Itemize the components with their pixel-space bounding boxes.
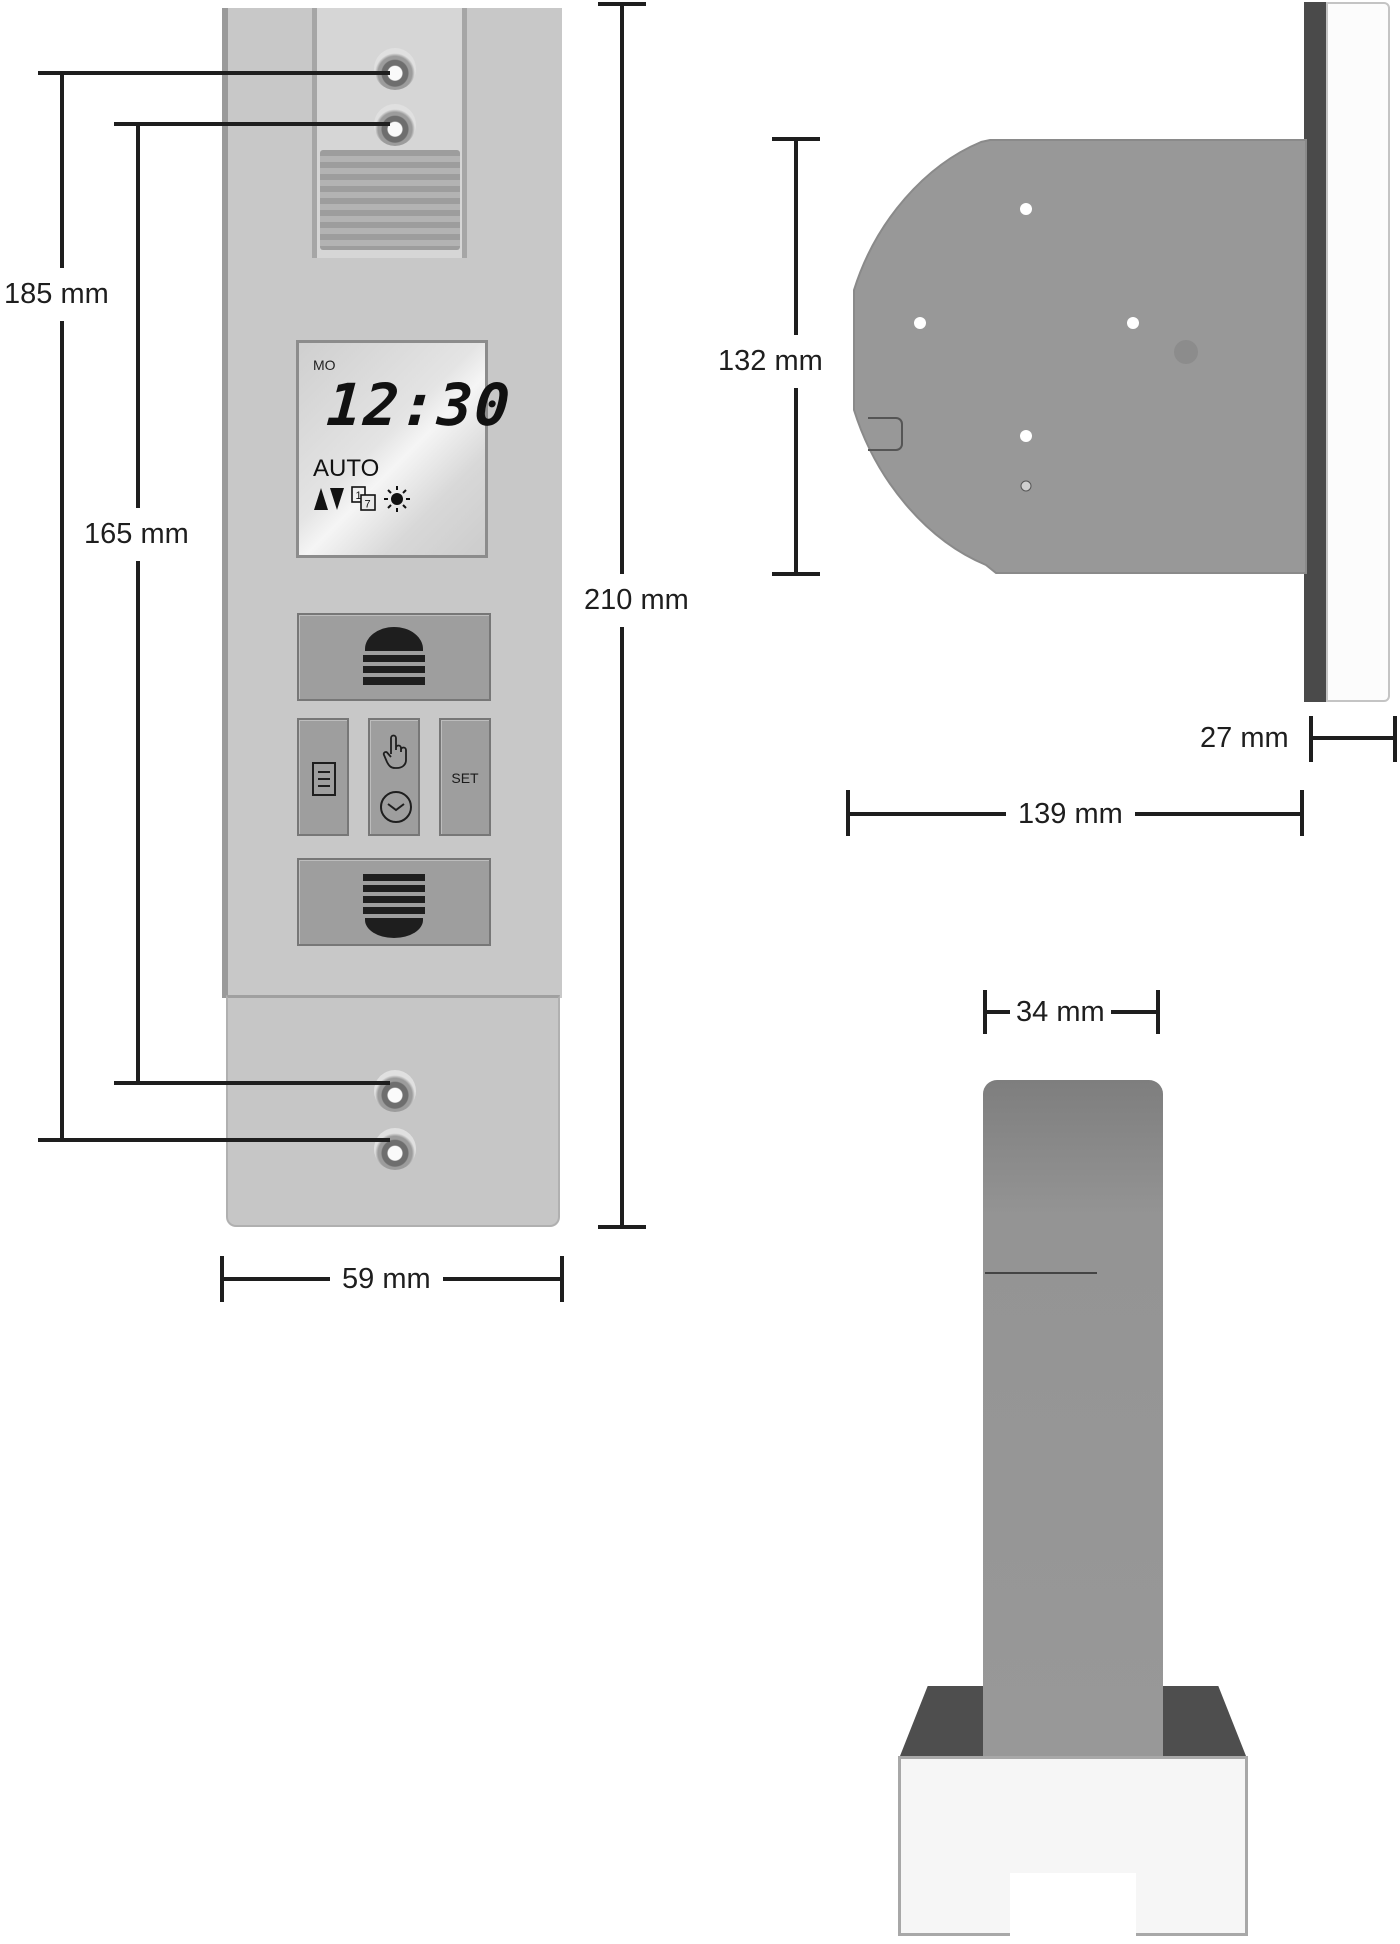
dim-185-bottom-extension <box>38 1138 390 1142</box>
manual-auto-button[interactable] <box>368 718 420 836</box>
dim-132-label: 132 mm <box>716 335 825 388</box>
dim-165-top-extension <box>114 122 390 126</box>
set-button-label: SET <box>451 770 479 786</box>
mount-hole-bottom-outer <box>374 1128 416 1170</box>
lcd-display: MO 12:30 AUTO 1 7 <box>296 340 514 558</box>
faceplate-side <box>1326 2 1390 702</box>
display-mode: AUTO <box>313 455 380 482</box>
dim-34-label: 34 mm <box>1010 998 1111 1027</box>
sun-icon <box>384 486 410 512</box>
dim-27-line <box>1309 736 1397 740</box>
svg-text:7: 7 <box>365 499 371 511</box>
set-button[interactable]: SET <box>439 718 491 836</box>
clock-icon <box>380 791 412 823</box>
motor-housing-side <box>853 139 1307 574</box>
dim-27-label: 27 mm <box>1196 724 1293 753</box>
shutter-up-icon <box>363 627 425 685</box>
motor-housing-base-join <box>983 1686 1163 1756</box>
dim-165-bottom-extension <box>114 1081 390 1085</box>
display-time: 12:30 <box>324 371 514 439</box>
seam-line <box>985 1272 1097 1274</box>
mount-hole-top-outer <box>374 48 416 90</box>
screw-hole <box>1127 317 1139 329</box>
shutter-up-button[interactable] <box>297 613 491 701</box>
hand-icon <box>382 734 407 769</box>
shutter-down-button[interactable] <box>297 858 491 946</box>
svg-text:1: 1 <box>356 490 362 502</box>
menu-button[interactable] <box>297 718 349 836</box>
motor-housing-bottom <box>983 1080 1163 1760</box>
mounting-plate <box>1304 2 1326 702</box>
belt-inlet <box>320 150 460 250</box>
dim-210-bottom-cap <box>598 1225 646 1229</box>
dim-185-label: 185 mm <box>4 268 109 321</box>
screw-hole <box>1020 203 1032 215</box>
dim-165-label: 165 mm <box>84 508 189 561</box>
dim-59-label: 59 mm <box>330 1265 443 1294</box>
dim-185-line <box>60 71 64 1141</box>
screw-hole <box>914 317 926 329</box>
screw-hole <box>1020 430 1032 442</box>
mounting-base-front <box>898 1756 1248 1936</box>
list-icon <box>312 762 336 796</box>
dim-139-label: 139 mm <box>1006 800 1135 829</box>
dim-210-label: 210 mm <box>580 574 693 627</box>
week-program-icon: 1 7 <box>351 486 376 511</box>
shutter-down-icon <box>363 874 425 938</box>
display-status-icons: 1 7 <box>313 485 411 513</box>
dim-185-top-extension <box>38 71 390 75</box>
display-day: MO <box>313 357 336 373</box>
dim-165-line <box>136 122 140 1084</box>
up-down-arrows-icon <box>314 488 344 510</box>
mount-hole-bottom-inner <box>374 1070 416 1112</box>
